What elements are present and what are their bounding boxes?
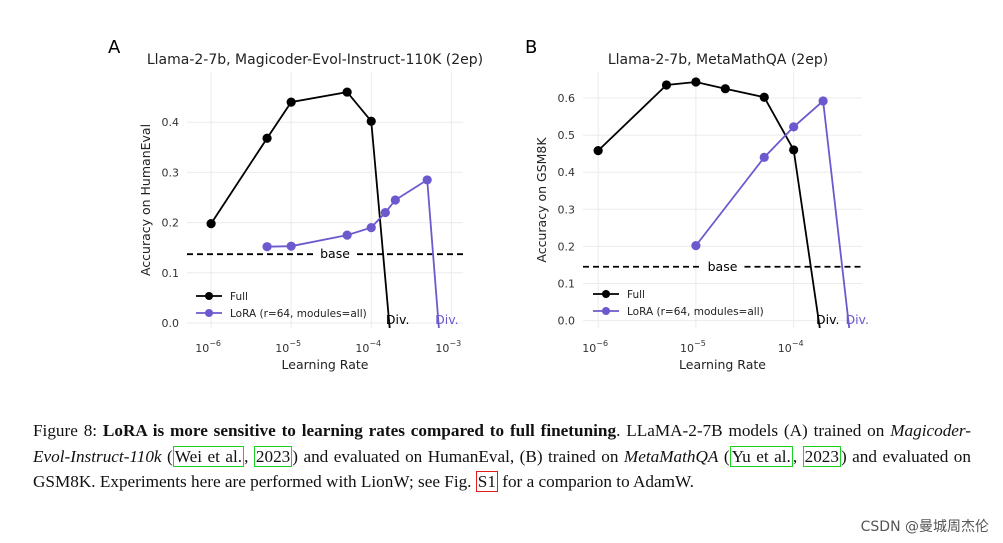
legend-marker [602,290,610,298]
y-tick-label: 0.0 [162,317,180,330]
divergence-label-full: Div. [816,312,840,327]
series-line-full [210,91,391,329]
data-point-full [789,145,799,155]
legend-marker [205,309,213,317]
y-tick-label: 0.3 [558,203,576,216]
data-point-lora [286,241,296,251]
data-point-full [262,133,272,143]
y-axis-label: Accuracy on GSM8K [534,137,549,263]
data-point-lora [262,242,272,252]
data-point-lora [691,241,701,251]
x-tick-label: 10−4 [355,339,381,355]
data-point-full [593,146,603,156]
y-tick-label: 0.6 [558,92,576,105]
divergence-label-lora: Div. [435,312,459,327]
data-point-lora [422,175,432,185]
caption-text: ( [161,446,173,466]
data-point-lora [789,122,799,132]
x-tick-label: 10−6 [195,339,221,355]
citation-year-link-wei[interactable]: 2023 [253,445,293,467]
caption-bold-title: LoRA is more sensitive to learning rates… [102,421,617,440]
data-point-full [206,218,216,229]
x-tick-label: 10−6 [582,339,608,355]
caption-dataset-2: MetaMathQA [623,446,719,466]
caption-dataset-1: Magicoder-Evol-Instruct-110k [33,421,971,466]
data-point-full [366,116,376,126]
chart-title: Llama-2-7b, Magicoder-Evol-Instruct-110K… [147,52,483,68]
legend-marker [602,307,610,315]
data-point-lora [818,96,828,106]
caption-text: . LLaMA-2-7B models (A) trained on [616,421,891,440]
citation-year-link-yu[interactable]: 2023 [802,445,841,467]
x-axis-label: Learning Rate [282,357,369,372]
caption-text: for a comparion to AdamW. [497,472,694,491]
legend-label: Full [230,291,248,303]
chart-panel-b: B Llama-2-7b, MetaMathQA (2ep) 0.0 0.1 0.2 0.… [525,37,869,372]
chart-title: Llama-2-7b, MetaMathQA (2ep) [608,52,828,68]
chart-panel-a: A Llama-2-7b, Magicoder-Evol-Instruct-110… [108,37,483,372]
panel-letter: A [108,37,121,58]
data-point-lora [390,195,400,205]
y-tick-label: 0.2 [558,240,576,253]
data-point-full [286,97,296,107]
caption-prefix: Figure 8: [33,421,103,440]
caption-text: ) and evaluated on GSM8K. Experiments he… [33,446,971,492]
y-tick-label: 0.4 [558,166,576,179]
caption-text: ) and evaluated on HumanEval, (B) traine… [292,446,624,466]
series-line-lora [267,178,440,329]
data-point-lora [366,223,376,233]
figure-panels: A Llama-2-7b, Magicoder-Evol-Instruct-110… [108,37,869,372]
y-tick-label: 0.1 [558,277,576,290]
y-tick-label: 0.1 [162,267,180,280]
baseline-label: base [708,259,738,274]
panel-letter: B [525,37,537,58]
y-tick-label: 0.0 [558,315,576,328]
figure-ref-link-s1[interactable]: S1 [475,471,498,492]
y-axis-label: Accuracy on HumanEval [138,124,153,276]
legend-marker [205,292,213,300]
legend-label: Full [627,289,645,301]
citation-link-yu[interactable]: Yu et al. [729,445,793,467]
y-tick-label: 0.4 [162,116,180,129]
divergence-label-full: Div. [386,312,410,327]
data-point-full [720,84,730,94]
watermark: CSDN @曼城周杰伦 [860,519,989,535]
data-point-lora [342,230,352,240]
x-tick-label: 10−5 [680,339,706,355]
x-tick-label: 10−4 [778,339,804,355]
divergence-label-lora: Div. [845,312,869,327]
caption-text: ( [718,446,730,466]
data-point-full [661,80,672,90]
x-tick-label: 10−3 [435,339,461,355]
data-point-full [759,92,769,102]
caption-text: , [244,446,254,466]
data-point-lora [759,152,769,162]
legend-label: LoRA (r=64, modules=all) [627,306,764,318]
citation-link-wei[interactable]: Wei et al. [172,445,245,467]
y-tick-label: 0.5 [558,129,576,142]
y-tick-label: 0.3 [162,166,180,179]
y-tick-label: 0.2 [162,217,180,230]
data-point-full [691,77,701,87]
baseline-label: base [320,246,350,261]
caption-text: , [792,446,803,466]
data-point-full [342,87,352,97]
x-axis-label: Learning Rate [679,357,766,372]
legend-label: LoRA (r=64, modules=all) [230,308,367,320]
data-point-lora [380,207,390,218]
figure-caption: Figure 8: LoRA is more sensitive to lear… [33,418,971,495]
x-tick-label: 10−5 [275,339,301,355]
